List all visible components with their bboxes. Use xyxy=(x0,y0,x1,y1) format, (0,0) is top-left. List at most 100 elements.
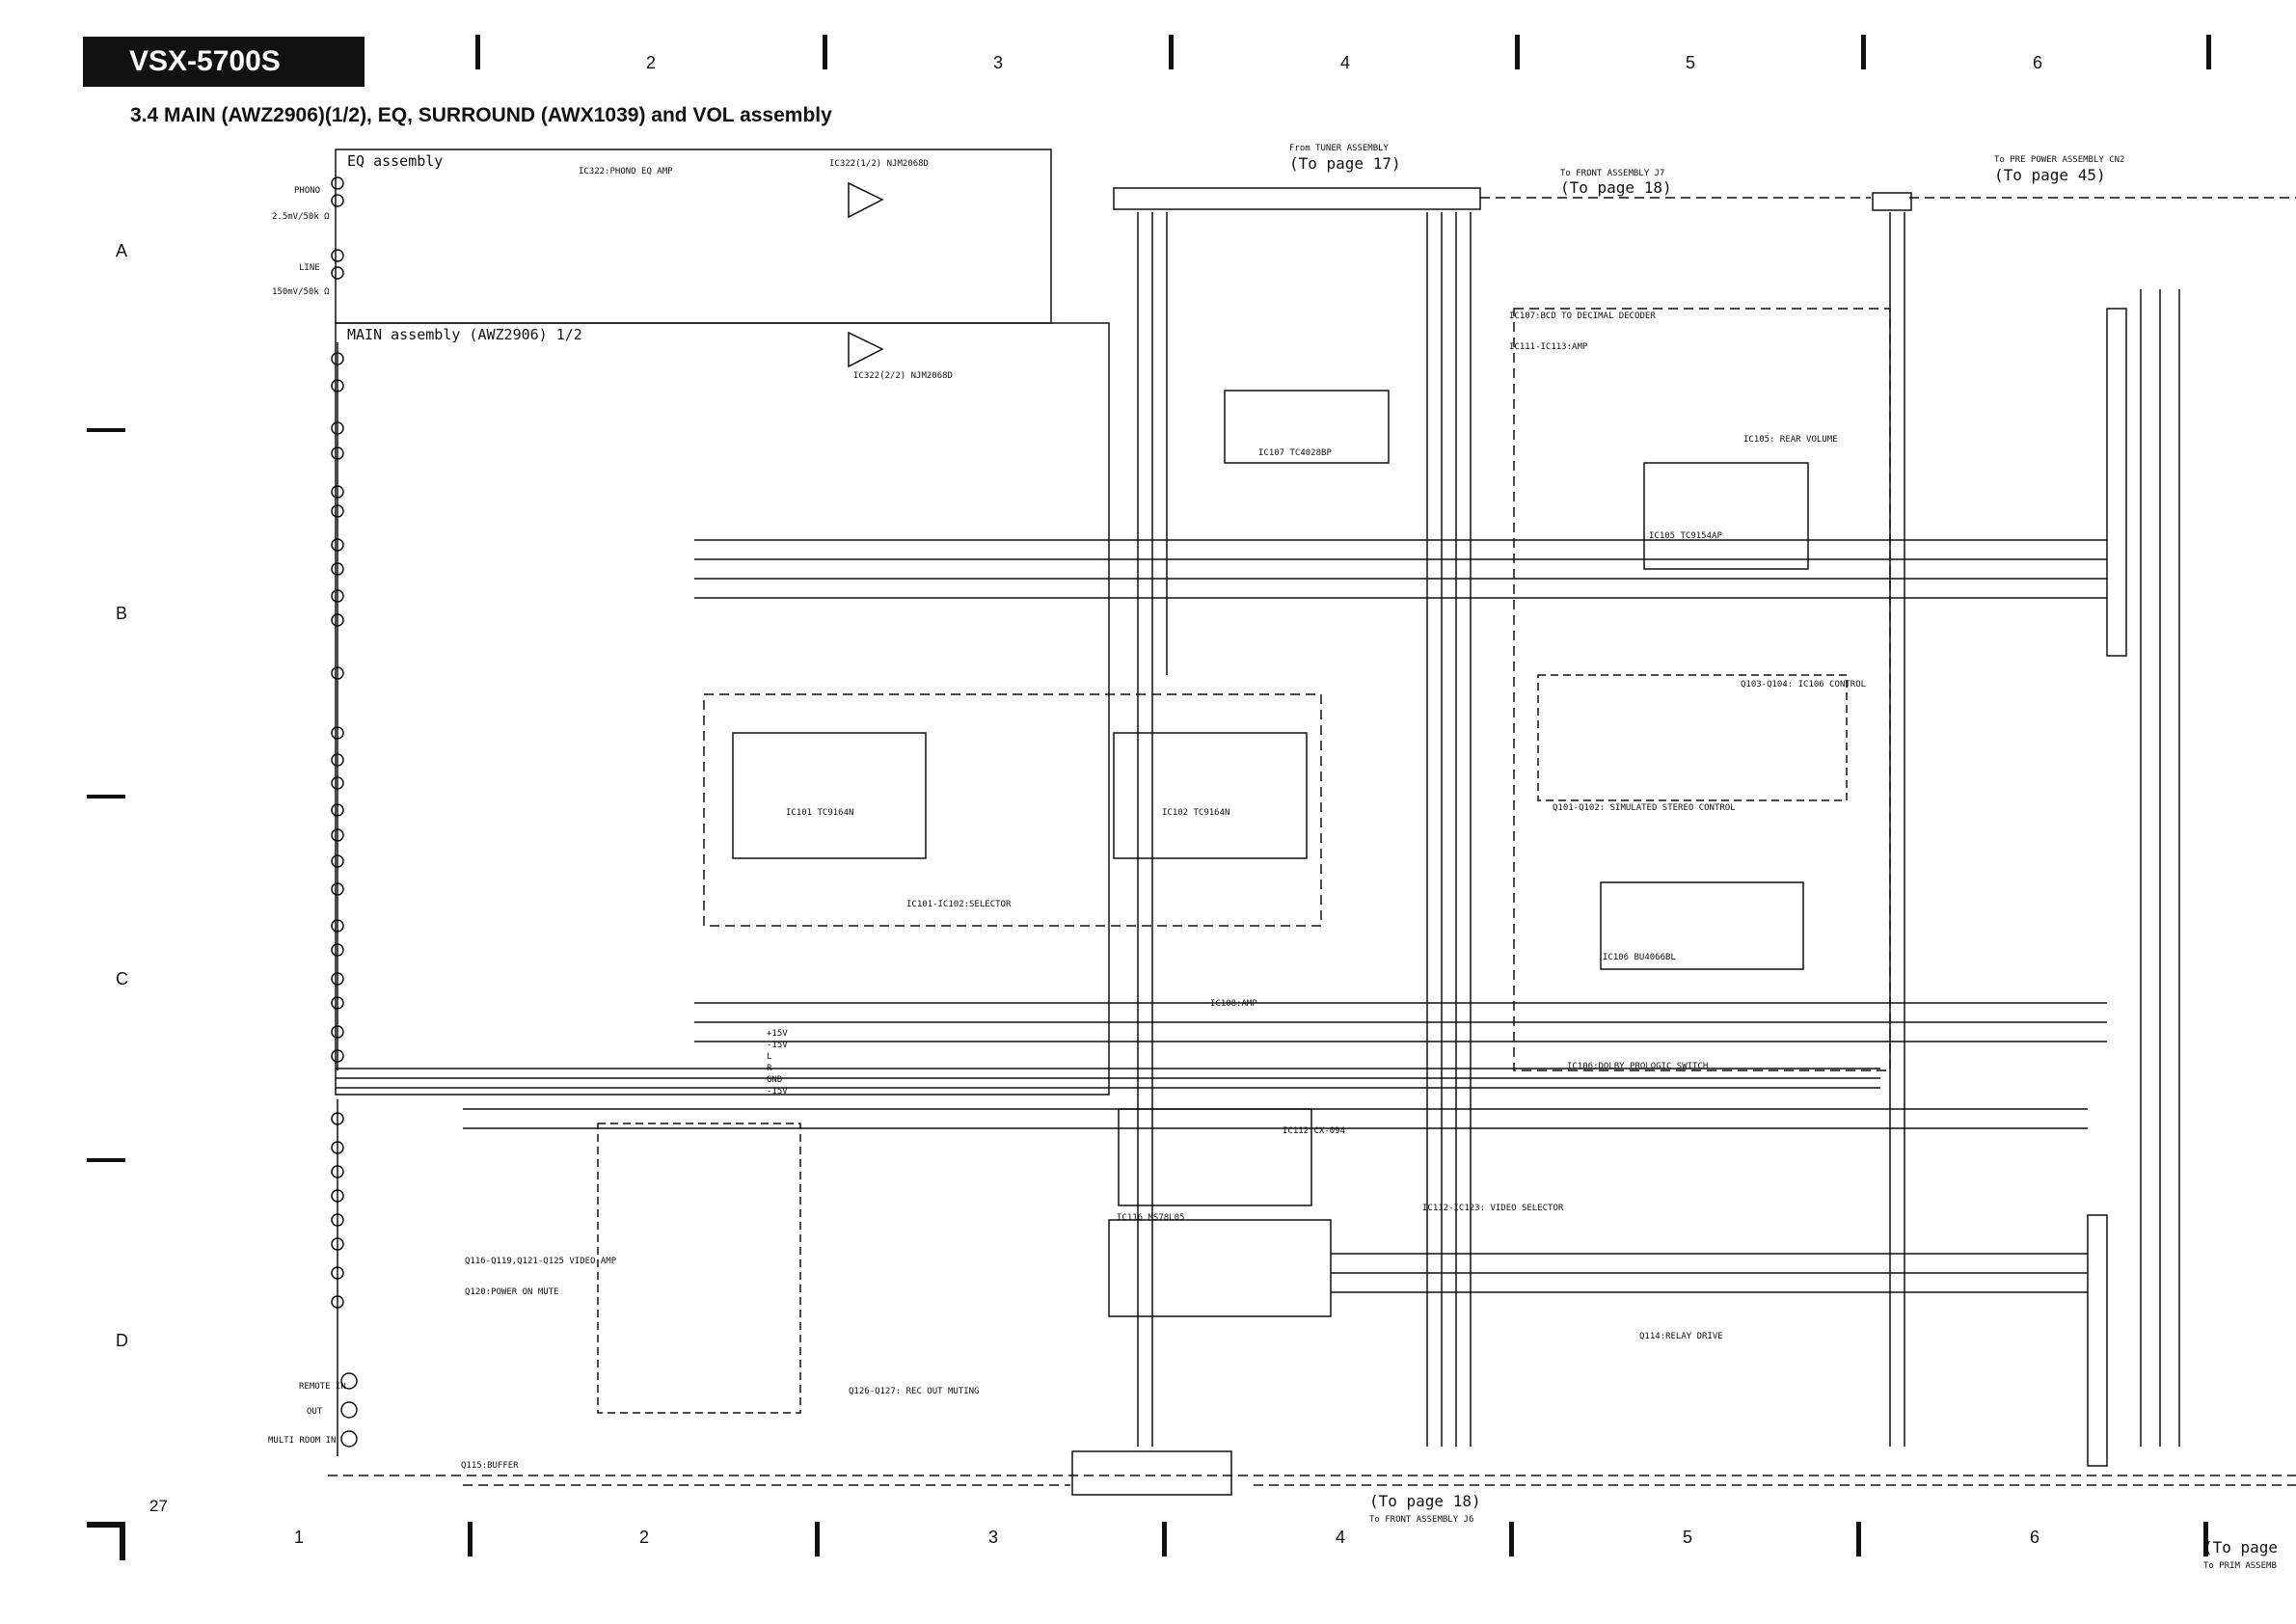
grid-tick xyxy=(475,35,480,69)
right-connector-strip-1 xyxy=(2106,308,2127,657)
rail-label: R xyxy=(767,1064,772,1073)
ic101-block xyxy=(732,732,927,859)
rail-label: -15V xyxy=(767,1041,788,1050)
front-j7-label: To FRONT ASSEMBLY J7 xyxy=(1560,169,1664,178)
right-page-label: (To page xyxy=(2203,1538,2278,1556)
ic105-block xyxy=(1643,462,1809,570)
connector-j6 xyxy=(1071,1450,1232,1496)
multiroom-label: MULTI ROOM IN xyxy=(268,1436,336,1446)
col-label-bottom-4: 4 xyxy=(1336,1528,1346,1547)
grid-tick xyxy=(1509,1522,1514,1556)
amp108-label: IC108:AMP xyxy=(1210,999,1257,1009)
rear-volume-label: IC105: REAR VOLUME xyxy=(1743,435,1838,445)
control-region xyxy=(1537,674,1848,801)
line-label: LINE xyxy=(299,263,320,273)
grid-tick xyxy=(2203,1522,2208,1556)
row-label-a: A xyxy=(116,241,128,260)
col-label-bottom-1: 1 xyxy=(294,1528,305,1547)
ic-label: IC116 MS78L05 xyxy=(1117,1213,1184,1223)
connector-cn2 xyxy=(1872,192,1912,211)
opamp-ic322-1 xyxy=(848,181,884,219)
row-label-d: D xyxy=(116,1331,128,1350)
eq-assembly-label: EQ assembly xyxy=(347,152,443,170)
col-label-bottom-3: 3 xyxy=(988,1528,999,1547)
ic-label: IC112 CX-094 xyxy=(1283,1126,1345,1136)
front-j7-page-label: (To page 18) xyxy=(1560,178,1672,197)
grid-tick xyxy=(1861,35,1866,69)
rail-label: L xyxy=(767,1052,771,1062)
decoder-label: IC107:BCD TO DECIMAL DECODER xyxy=(1509,311,1656,321)
col-label-2: 2 xyxy=(646,53,657,72)
corner-mark xyxy=(87,1522,125,1528)
remote-in-label: REMOTE IN xyxy=(299,1382,346,1392)
video-amp-label: Q116-Q119,Q121-Q125 VIDEO AMP xyxy=(465,1257,617,1266)
ic-label: IC107 TC4028BP xyxy=(1258,448,1332,458)
ic112-block xyxy=(1108,1219,1332,1317)
grid-tick xyxy=(1856,1522,1861,1556)
ic123-block xyxy=(1118,1108,1312,1206)
amp111-label: IC111-IC113:AMP xyxy=(1509,342,1588,352)
row-label-b: B xyxy=(116,604,128,623)
prim-label: To PRIM ASSEMB xyxy=(2203,1561,2277,1571)
stereo-label: Q101-Q102: SIMULATED STEREO CONTROL xyxy=(1553,803,1736,813)
col-label-4: 4 xyxy=(1340,53,1351,72)
phono-spec-label: 2.5mV/50k Ω xyxy=(272,212,330,222)
line-spec-label: 150mV/50k Ω xyxy=(272,287,330,297)
tuner-connector-label: From TUNER ASSEMBLY xyxy=(1289,144,1390,153)
ic-label: IC102 TC9164N xyxy=(1162,808,1229,818)
row-label-c: C xyxy=(116,969,128,988)
pre-power-page-label: (To page 45) xyxy=(1994,166,2106,184)
ic-label: IC322(1/2) NJM2068D xyxy=(829,159,929,169)
grid-tick xyxy=(87,1158,125,1162)
prologic-label: IC106:DOLBY PROLOGIC SWITCH xyxy=(1567,1062,1708,1071)
grid-tick xyxy=(87,795,125,798)
col-label-bottom-2: 2 xyxy=(639,1528,650,1547)
col-label-6: 6 xyxy=(2033,53,2043,72)
ic-label: IC106 BU4066BL xyxy=(1603,953,1676,962)
col-label-5: 5 xyxy=(1686,53,1696,72)
col-label-bottom-6: 6 xyxy=(2030,1528,2040,1547)
selector-label: IC101-IC102:SELECTOR xyxy=(906,900,1012,909)
grid-tick xyxy=(1169,35,1174,69)
col-label-bottom-5: 5 xyxy=(1683,1528,1693,1547)
remote-out-label: OUT xyxy=(307,1407,323,1417)
grid-tick xyxy=(1162,1522,1167,1556)
grid-tick xyxy=(815,1522,820,1556)
control-label: Q103-Q104: IC106 CONTROL xyxy=(1741,680,1866,690)
pre-power-label: To PRE POWER ASSEMBLY CN2 xyxy=(1994,155,2124,165)
corner-mark xyxy=(120,1522,125,1560)
rail-label: GND xyxy=(767,1075,782,1085)
rec-mute-label: Q126-Q127: REC OUT MUTING xyxy=(849,1387,979,1396)
grid-tick xyxy=(2206,35,2211,69)
grid-tick xyxy=(823,35,827,69)
main-assembly-label: MAIN assembly (AWZ2906) 1/2 xyxy=(347,326,582,343)
ic107-block xyxy=(1224,390,1390,464)
ic102-block xyxy=(1113,732,1308,859)
model-badge: VSX-5700S xyxy=(83,37,365,87)
front-j6-page-label: (To page 18) xyxy=(1369,1492,1481,1510)
grid-tick xyxy=(87,428,125,432)
page-number: 27 xyxy=(149,1497,168,1515)
ic-label: IC105 TC9154AP xyxy=(1649,531,1722,541)
grid-tick xyxy=(468,1522,473,1556)
power-mute-label: Q120:POWER ON MUTE xyxy=(465,1287,559,1297)
ic106-block xyxy=(1600,881,1804,970)
relay-label: Q114:RELAY DRIVE xyxy=(1639,1332,1723,1341)
rail-label: -15V xyxy=(767,1087,788,1096)
main-assembly-box xyxy=(335,322,1110,1096)
buffer-label: Q115:BUFFER xyxy=(461,1461,519,1471)
page-title: 3.4 MAIN (AWZ2906)(1/2), EQ, SURROUND (A… xyxy=(130,104,832,126)
eq-assembly-box xyxy=(335,149,1052,324)
surround-region xyxy=(1513,308,1891,1071)
right-connector-strip-2 xyxy=(2087,1214,2108,1467)
rail-label: +15V xyxy=(767,1029,788,1039)
col-label-3: 3 xyxy=(993,53,1004,72)
rca-jacks xyxy=(331,176,344,1309)
video-selector-label: IC112-IC123: VIDEO SELECTOR xyxy=(1422,1204,1564,1213)
front-j6-label: To FRONT ASSEMBLY J6 xyxy=(1369,1515,1473,1525)
video-amp-region xyxy=(597,1123,801,1414)
grid-tick xyxy=(1515,35,1520,69)
tuner-page-label: (To page 17) xyxy=(1289,154,1401,173)
eq-ic-label: IC322:PHONO EQ AMP xyxy=(579,167,673,176)
